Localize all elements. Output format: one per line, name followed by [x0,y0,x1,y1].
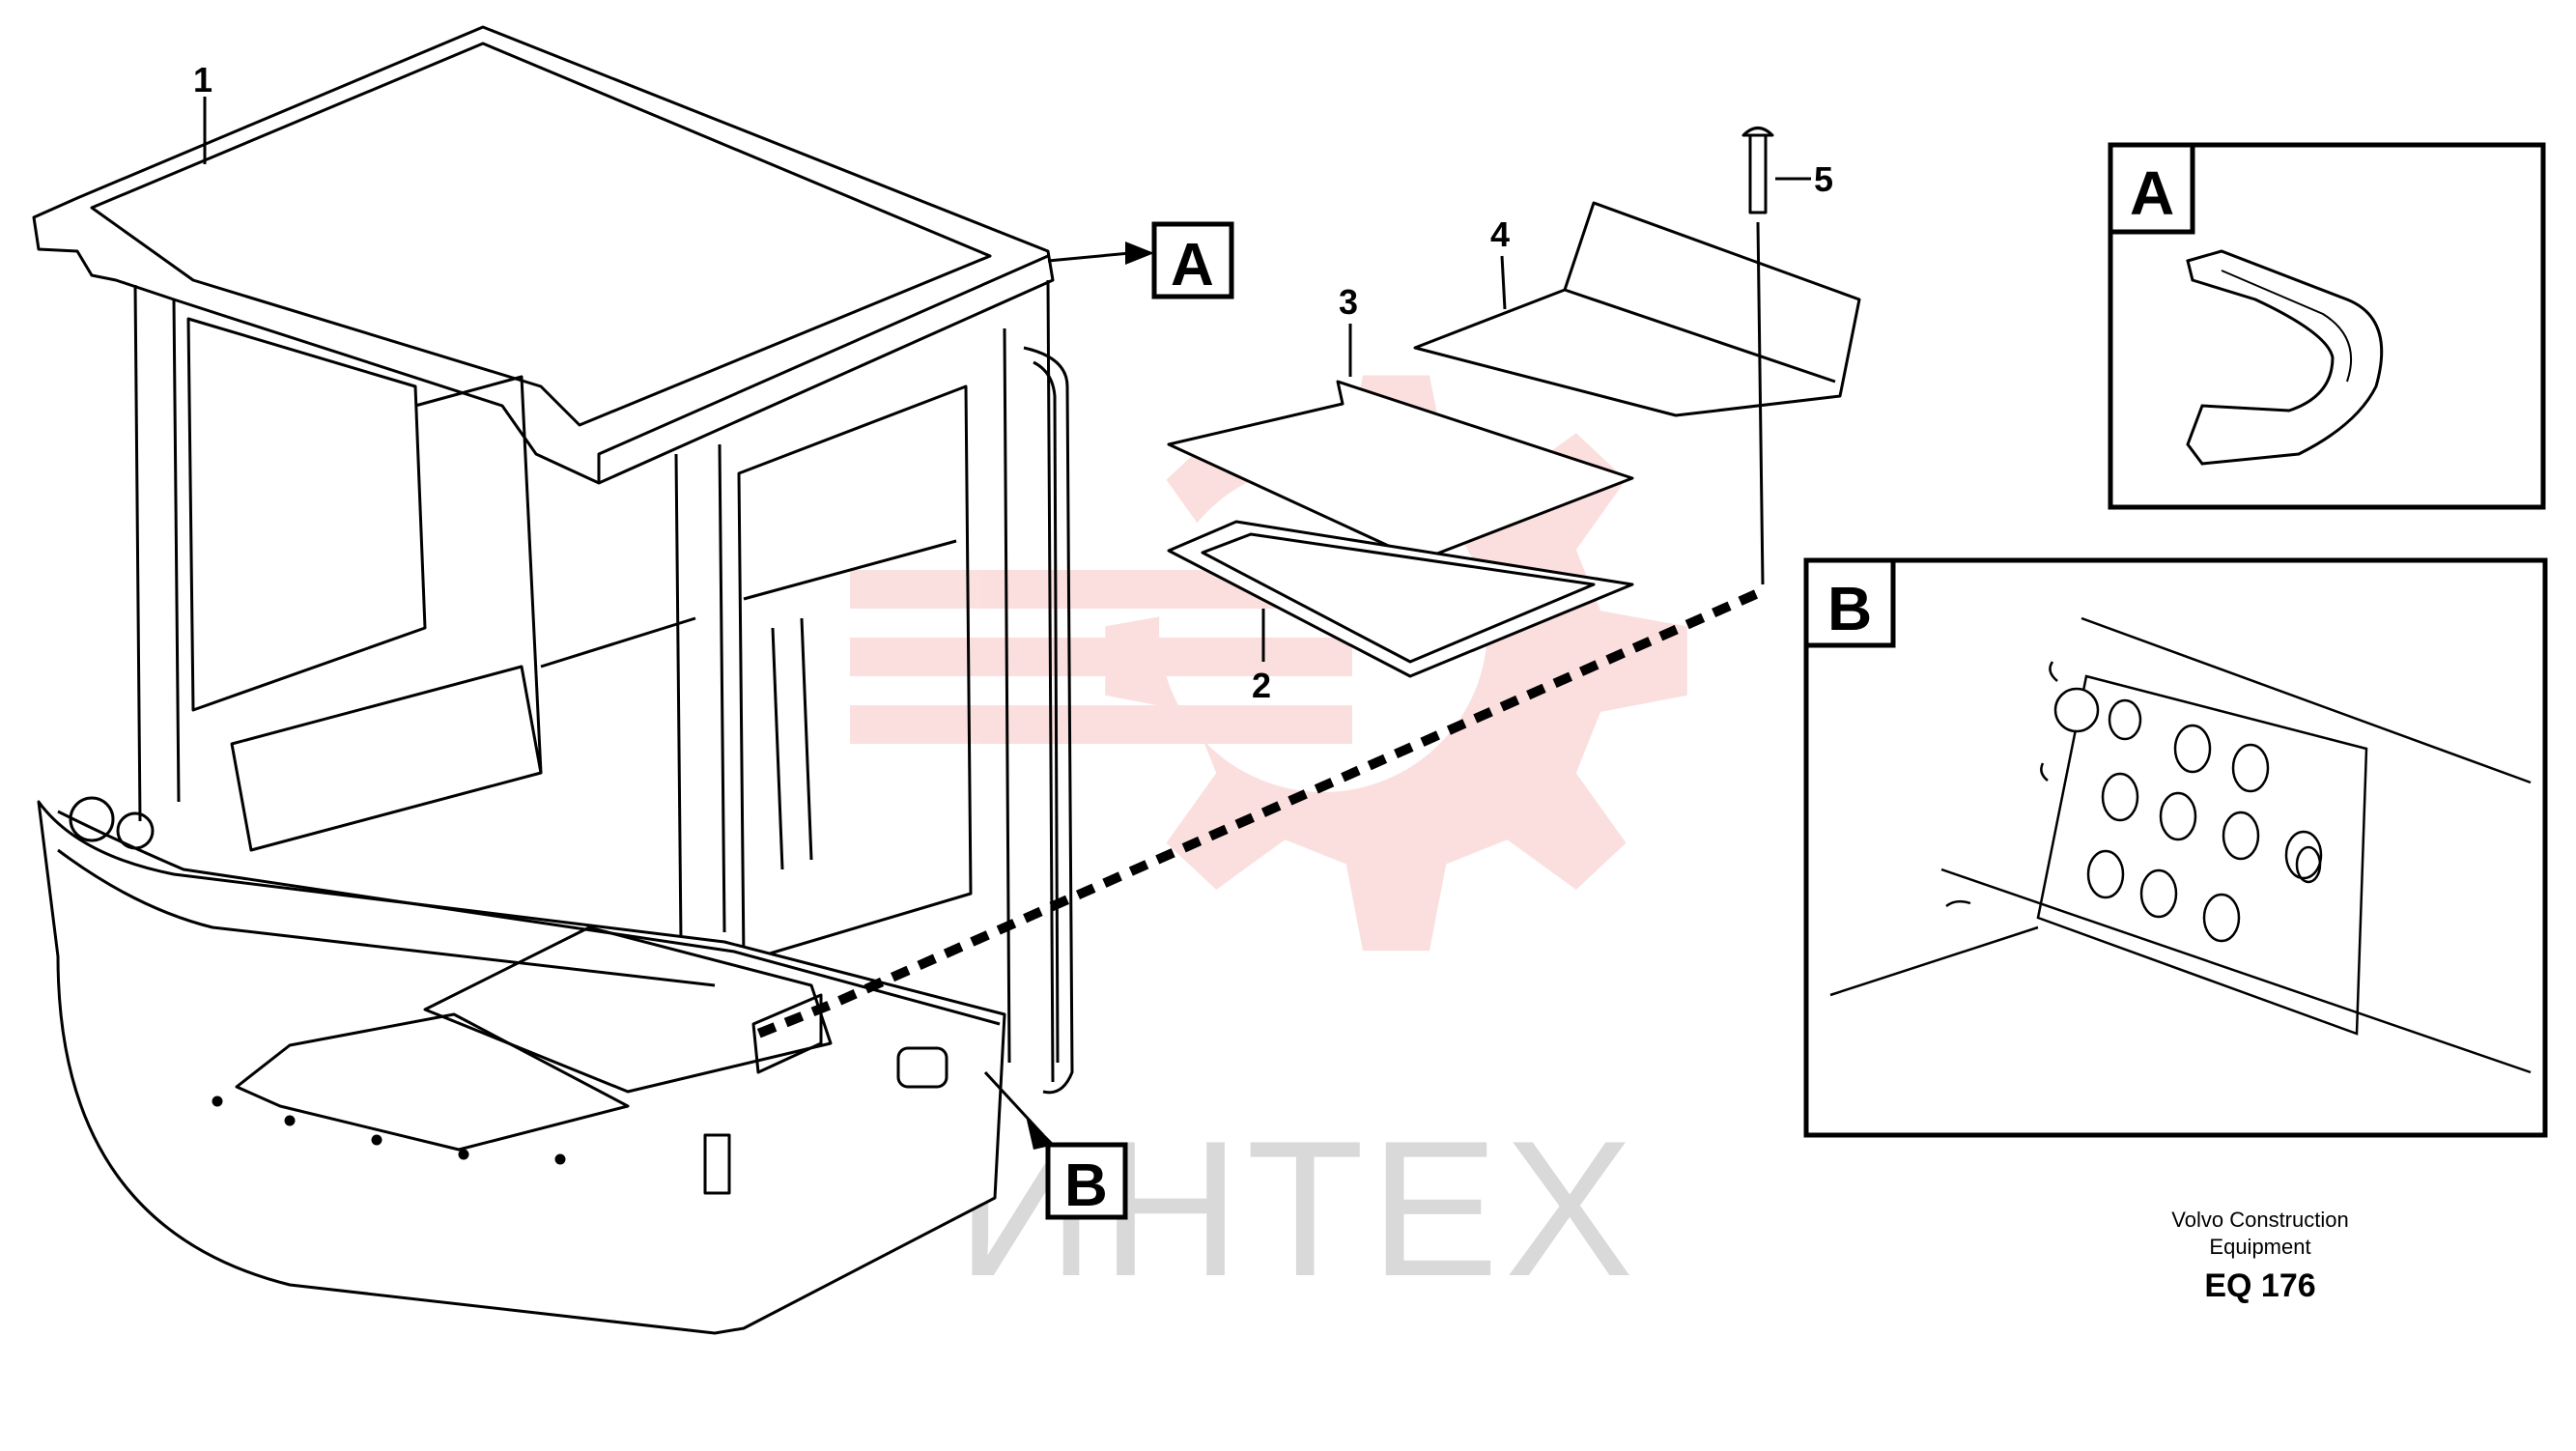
view-b-marker: B [1045,1142,1128,1220]
svg-text:B: B [1827,574,1872,643]
detail-view-a: A [2108,142,2546,510]
b-marker-arrowhead [1026,1116,1055,1150]
footer-drawing-code: EQ 176 [2204,1267,2315,1304]
svg-text:A: A [2130,158,2174,228]
svg-text:B: B [1064,1152,1108,1219]
a-marker-arrowhead [1125,242,1154,265]
detail-view-b: B [1803,557,2548,1138]
svg-text:A: A [1171,232,1214,299]
callout-5: 5 [1814,159,1833,199]
callout-1: 1 [193,60,212,100]
callout-2: 2 [1252,666,1271,705]
callout-3: 3 [1339,282,1358,322]
bolt-leader-line [1756,221,1765,585]
callout-4: 4 [1490,214,1510,254]
view-a-marker: A [1151,221,1234,299]
footer-company-line2: Equipment [2209,1235,2310,1259]
footer-company-line1: Volvo Construction [2171,1208,2348,1232]
cab-drawing [32,25,1074,1335]
floor-mat-parts [1167,127,1861,678]
